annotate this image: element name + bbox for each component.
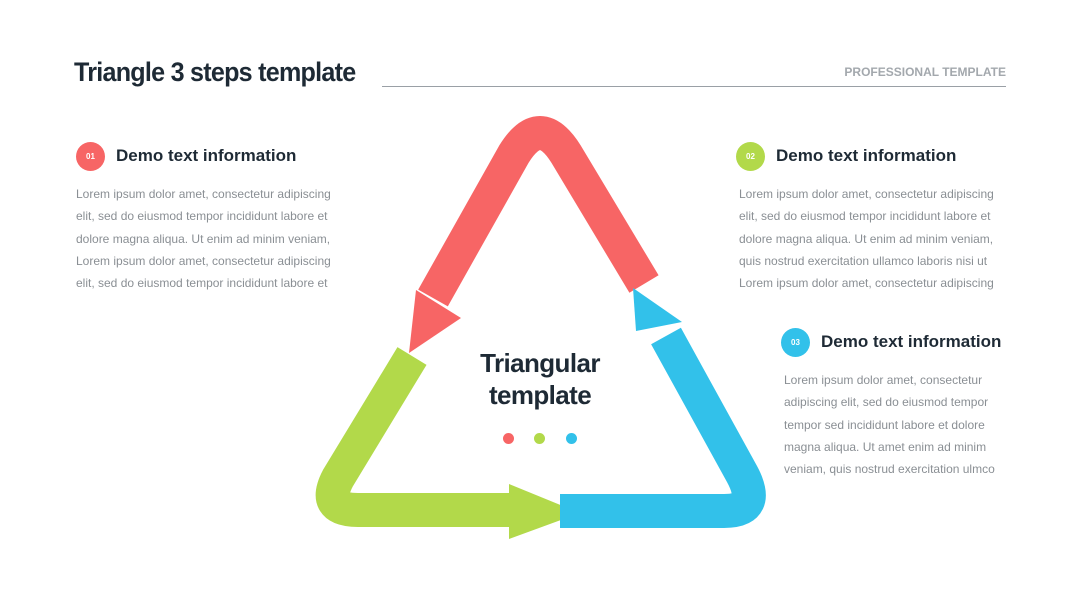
red-arrow-shaft <box>418 116 659 307</box>
step-description: Lorem ipsum dolor amet, consectetur adip… <box>76 183 331 294</box>
step-block-02: 02 Demo text information Lorem ipsum dol… <box>736 141 994 294</box>
center-title: Triangular template <box>440 347 640 411</box>
step-heading: Demo text information <box>776 146 957 165</box>
step-heading: Demo text information <box>821 332 1002 351</box>
page-title: Triangle 3 steps template <box>74 57 356 87</box>
description-line: veniam, quis nostrud exercitation ulmco <box>784 462 995 477</box>
description-line: elit, sed do eiusmod tempor incididunt l… <box>76 276 328 291</box>
description-line: Lorem ipsum dolor amet, consectetur <box>784 373 983 387</box>
center-title-line: Triangular <box>480 348 600 378</box>
description-line: adipiscing elit, sed do eiusmod tempor <box>784 395 989 410</box>
step-number-badge: 01 <box>76 141 105 171</box>
description-line: quis nostrud exercitation ullamco labori… <box>739 253 988 268</box>
page-subtitle: PROFESSIONAL TEMPLATE <box>844 65 1006 79</box>
description-line: Lorem ipsum dolor amet, consectetur adip… <box>739 276 994 291</box>
description-line: elit, sed do eiusmod tempor incididunt l… <box>739 209 991 224</box>
step-description: Lorem ipsum dolor amet, consectetur adip… <box>739 183 994 294</box>
blue-arrow-shaft <box>560 327 766 528</box>
description-line: Lorem ipsum dolor amet, consectetur adip… <box>76 253 331 268</box>
description-line: dolore magna aliqua. Ut enim ad minim ve… <box>76 231 331 246</box>
description-line: dolore magna aliqua. Ut enim ad minim ve… <box>739 231 994 246</box>
step-number-badge: 03 <box>781 327 810 357</box>
green-arrowhead <box>509 484 580 539</box>
red-arrow <box>409 116 659 353</box>
step-block-03: 03 Demo text information Lorem ipsum dol… <box>781 327 1001 480</box>
description-line: tempor sed incididunt labore et dolore <box>784 417 985 432</box>
red-dot <box>503 433 514 444</box>
step-description: Lorem ipsum dolor amet, consectetur adip… <box>784 369 1001 480</box>
blue-dot <box>566 433 577 444</box>
description-line: Lorem ipsum dolor amet, consectetur adip… <box>76 187 331 201</box>
description-line: elit, sed do eiusmod tempor incididunt l… <box>76 209 328 224</box>
green-arrow <box>315 347 580 539</box>
step-number-badge: 02 <box>736 141 765 171</box>
header-divider <box>382 86 1006 87</box>
blue-arrowhead <box>633 288 682 331</box>
red-arrowhead <box>409 290 461 353</box>
step-heading: Demo text information <box>116 146 297 165</box>
description-line: Lorem ipsum dolor amet, consectetur adip… <box>739 187 994 201</box>
green-dot <box>534 433 545 444</box>
green-arrow-shaft <box>315 347 515 527</box>
blue-arrow <box>560 288 766 528</box>
center-title-line: template <box>488 380 592 410</box>
description-line: magna aliqua. Ut amet enim ad minim <box>784 439 987 454</box>
step-block-01: 01 Demo text information Lorem ipsum dol… <box>76 141 331 294</box>
